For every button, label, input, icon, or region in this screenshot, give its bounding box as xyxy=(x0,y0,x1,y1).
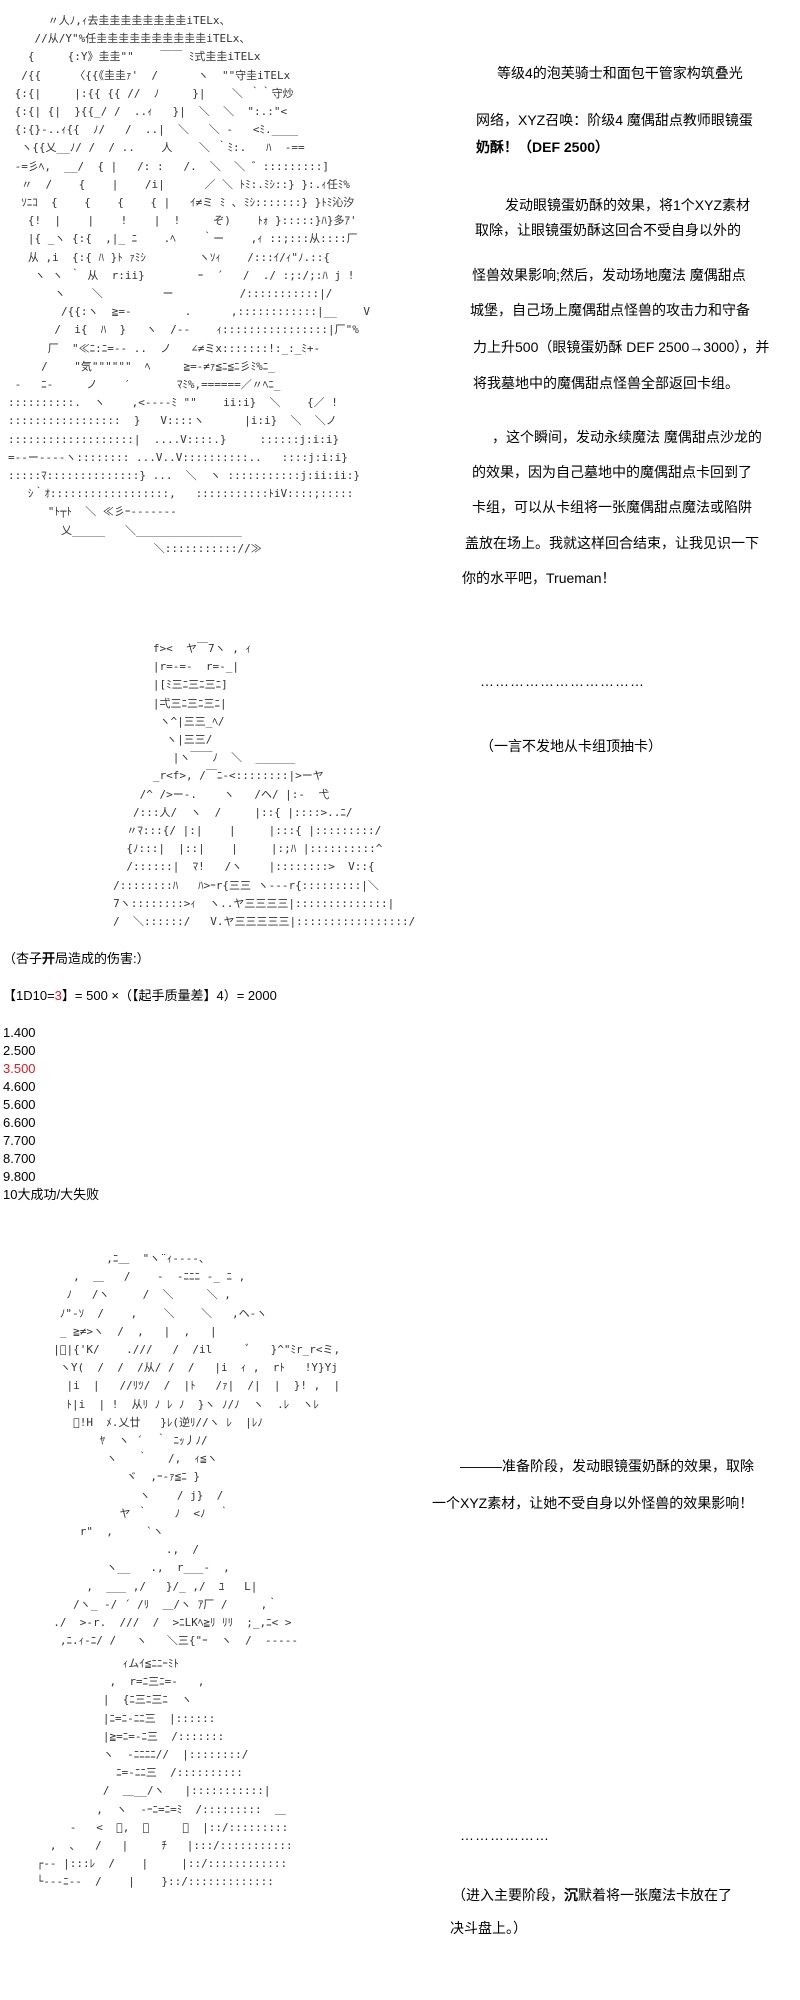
dialogue-line: ，这个瞬间，发动永续魔法 魔偶甜点沙龙的 xyxy=(492,429,762,445)
caption-bold: 沉 xyxy=(564,1887,578,1903)
dialogue-line: 网络，XYZ召唤：阶级4 魔偶甜点教师眼镜蛋 xyxy=(476,112,753,128)
damage-table-row: 1.400 xyxy=(3,1025,36,1040)
dialogue-line: 取除，让眼镜蛋奶酥这回合不受自身以外的 xyxy=(475,222,741,238)
dialogue-line: 奶酥！（DEF 2500） xyxy=(476,139,610,155)
formula-text: 【1D10= xyxy=(3,988,55,1003)
dialogue-line: 卡组，可以从卡组将一张魔偶甜点魔法或陷阱 xyxy=(472,499,752,515)
caption-main-phase-line2: 决斗盘上。） xyxy=(450,1920,527,1936)
dialogue-line: 力上升500（眼镜蛋奶酥 DEF 2500→3000），并 xyxy=(473,339,770,355)
caption-text: 默着将一张魔法卡放在了 xyxy=(578,1887,732,1903)
damage-table: 1.400 2.500 3.500 4.600 5.600 6.600 7.70… xyxy=(3,1024,99,1204)
damage-table-row: 7.700 xyxy=(3,1133,36,1148)
dialogue-line: 城堡，自己场上魔偶甜点怪兽的攻击力和守备 xyxy=(470,302,750,318)
dialogue-line: 盖放在场上。我就这样回合结束，让我见识一下 xyxy=(465,535,759,551)
dialogue-line: 等级4的泡芙骑士和面包干管家构筑叠光 xyxy=(497,65,743,81)
dialogue-line: 发动眼镜蛋奶酥的效果，将1个XYZ素材 xyxy=(505,197,751,213)
damage-table-row: 2.500 xyxy=(3,1043,36,1058)
caption-text: （进入主要阶段， xyxy=(452,1887,564,1903)
caption-draw-card: （一言不发地从卡组顶抽卡） xyxy=(480,738,662,754)
damage-table-row: 8.700 xyxy=(3,1151,36,1166)
ascii-art-figure-knight: 〃人ﾉ,ｨ去圭圭圭圭圭圭圭圭iTELx、 //从/Y"%任圭圭圭圭圭圭圭圭圭圭i… xyxy=(8,14,370,555)
formula-text: 】= 500 ×（【起手质量差】4）= 2000 xyxy=(61,988,277,1003)
dice-result: 3 xyxy=(54,988,62,1003)
ascii-art-figure-drawing-card: f>< ヤ￣7ヽ , ｨ |r=-=- r=-_| |[ﾐ三ﾆ三ﾆ三ﾆ] |弌三… xyxy=(113,642,416,929)
caption-main-phase: （进入主要阶段，沉默着将一张魔法卡放在了 xyxy=(452,1886,732,1904)
ascii-art-figure-girl: ,ﾆ＿ "ヽ¨ｨ----、 , ＿ / - -ﾆﾆﾆ -_ ﾆ , ﾉ /ヽ /… xyxy=(53,1252,341,1648)
dialogue-line: 一个XYZ素材，让她不受自身以外怪兽的效果影响！ xyxy=(432,1495,754,1511)
damage-table-row: 9.800 xyxy=(3,1169,36,1184)
dialogue-line: ———准备阶段，发动眼镜蛋奶酥的效果，取除 xyxy=(460,1458,754,1474)
dialogue-line: 你的水平吧，Trueman！ xyxy=(462,570,616,586)
damage-table-row-selected: 3.500 xyxy=(3,1061,36,1076)
roll-title-text: 局造成的伤害:） xyxy=(55,951,150,966)
roll-title: （杏子开局造成的伤害:） xyxy=(3,950,150,968)
roll-formula: 【1D10=3】= 500 ×（【起手质量差】4）= 2000 xyxy=(3,987,277,1005)
dialogue-line: 怪兽效果影响;然后，发动场地魔法 魔偶甜点 xyxy=(472,267,746,283)
ellipsis-text: ……………… xyxy=(460,1827,550,1843)
damage-table-row: 6.600 xyxy=(3,1115,36,1130)
damage-table-row: 5.600 xyxy=(3,1097,36,1112)
roll-title-bold: 开 xyxy=(42,951,56,966)
ascii-art-figure-duelist: ｨムｲ≦ﾆﾆｰﾐﾄ , r=ﾆ三ﾆ=- , | {ﾆ三ﾆ三ﾆ ヽ |ﾆ=ﾆ-ﾆﾆ… xyxy=(36,1657,293,1889)
dialogue-line: 将我墓地中的魔偶甜点怪兽全部返回卡组。 xyxy=(473,375,739,391)
damage-table-row: 10大成功/大失败 xyxy=(3,1187,100,1202)
ellipsis-text: …………………………… xyxy=(480,673,645,689)
dialogue-line: 的效果，因为自己墓地中的魔偶甜点卡回到了 xyxy=(472,464,752,480)
damage-table-row: 4.600 xyxy=(3,1079,36,1094)
roll-title-text: （杏子 xyxy=(3,951,43,966)
